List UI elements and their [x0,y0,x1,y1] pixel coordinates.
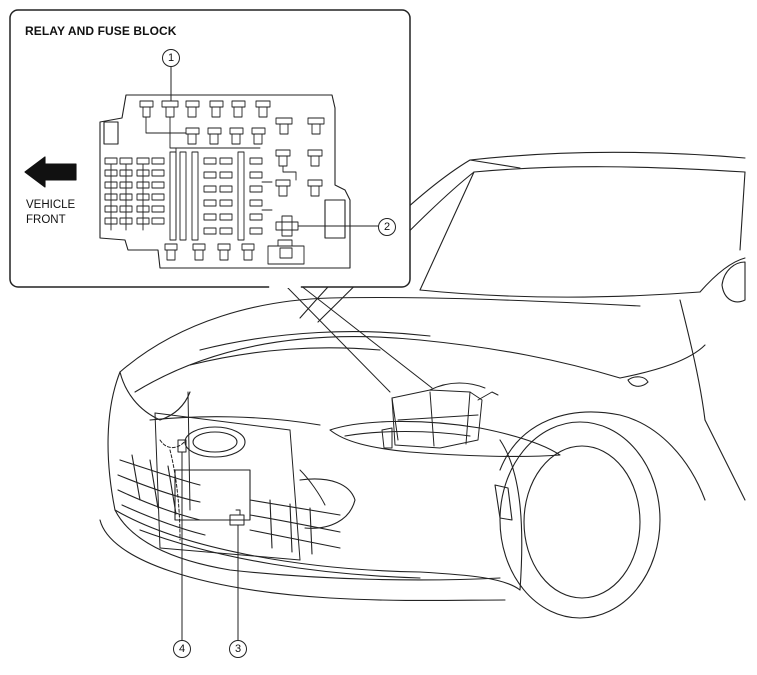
callout-4: 4 [173,640,191,658]
callout-1: 1 [162,49,180,67]
relay-block-on-car [381,382,499,449]
vehicle-front-arrow-icon [24,156,77,188]
callout-3: 3 [229,640,247,658]
sensor-bracket [154,391,326,561]
callout-2: 2 [378,218,396,236]
vehicle-front-label-line1: VEHICLE [26,199,76,211]
projection-line-right [299,284,433,389]
car-illustration [99,151,746,619]
inset-title: RELAY AND FUSE BLOCK [25,24,177,38]
projection-line-left [284,284,391,393]
vehicle-front-label: VEHICLE FRONT [26,198,75,228]
vehicle-front-label-line2: FRONT [26,214,66,226]
fuse-block-outline [99,94,351,269]
fuse-block-internals [104,100,325,265]
